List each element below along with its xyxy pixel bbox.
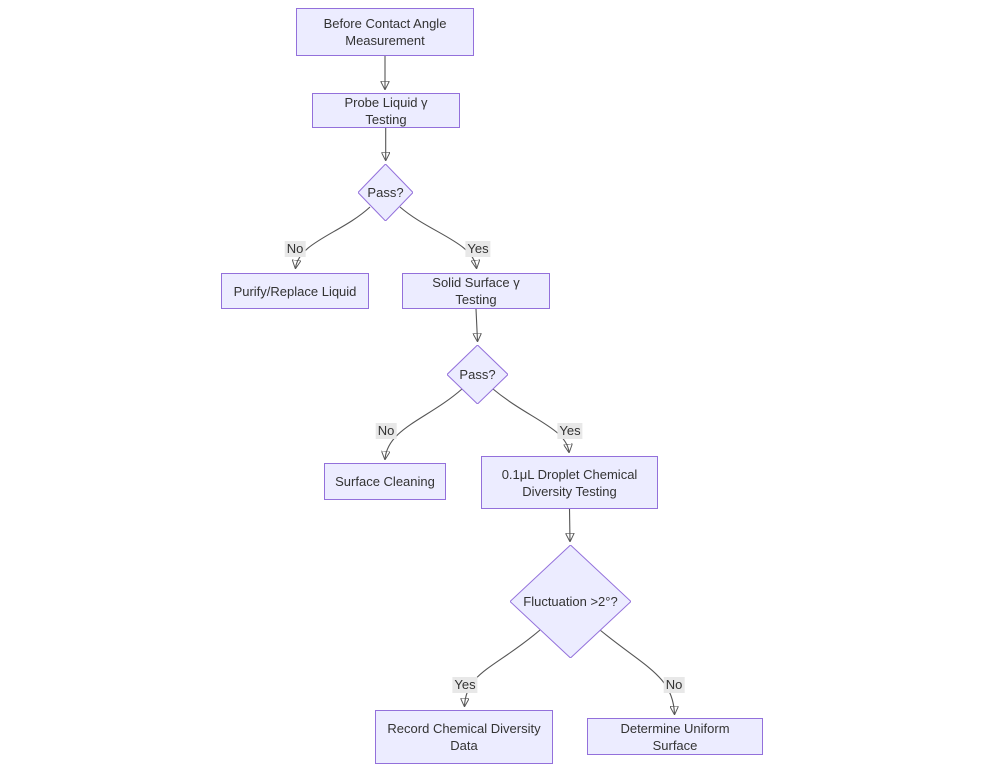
node-label: Before Contact Angle Measurement	[323, 16, 447, 48]
diamond-shape	[510, 545, 631, 658]
node-label: Surface Cleaning	[335, 474, 435, 489]
edge-label-pass1-no: No	[284, 241, 306, 257]
node-record-chemical-diversity-data: Record Chemical Diversity Data	[375, 710, 553, 764]
node-purify-replace-liquid: Purify/Replace Liquid	[221, 273, 369, 309]
node-determine-uniform-surface: Determine Uniform Surface	[587, 718, 763, 755]
edge-pass2-clean	[385, 388, 463, 459]
edge-label-pass1-yes: Yes	[465, 241, 491, 257]
node-label: Purify/Replace Liquid	[233, 283, 357, 299]
edge-pass1-purify	[296, 206, 371, 268]
edge-label-fluctuation-yes: Yes	[452, 677, 478, 693]
node-label: Fluctuation >2°?	[523, 594, 618, 609]
node-label: Pass?	[459, 367, 496, 382]
diamond-shape	[358, 164, 413, 221]
node-droplet-chemical-diversity-testing: 0.1μL Droplet Chemical Diversity Testing	[481, 456, 658, 509]
edge-fluct-uniform	[599, 629, 675, 714]
node-surface-cleaning: Surface Cleaning	[324, 463, 446, 500]
edge-fluct-record	[465, 629, 541, 706]
diamond-shape	[447, 345, 508, 404]
node-label: Probe Liquid γ Testing	[344, 94, 428, 127]
node-before-contact-angle-measurement: Before Contact Angle Measurement	[296, 8, 474, 56]
edge-label-pass2-no: No	[375, 423, 397, 439]
node-label: Pass?	[367, 185, 404, 200]
node-label: Record Chemical Diversity Data	[387, 721, 541, 753]
edge-pass2-droplet	[492, 388, 569, 452]
decision-pass-1: Pass?	[358, 164, 413, 221]
node-label: Solid Surface γ Testing	[432, 275, 520, 307]
node-label: 0.1μL Droplet Chemical Diversity Testing	[501, 466, 638, 499]
node-solid-surface-gamma-testing: Solid Surface γ Testing	[402, 273, 550, 309]
edge-label-fluctuation-no: No	[663, 677, 685, 693]
edge-solid-pass2	[476, 308, 478, 341]
decision-pass-2: Pass?	[447, 345, 508, 404]
node-probe-liquid-gamma-testing: Probe Liquid γ Testing	[312, 93, 460, 128]
node-label: Determine Uniform Surface	[620, 720, 730, 753]
edge-label-pass2-yes: Yes	[557, 423, 583, 439]
edge-droplet-fluct	[570, 508, 571, 541]
decision-fluctuation: Fluctuation >2°?	[510, 545, 631, 658]
edge-pass1-solid	[399, 206, 477, 268]
